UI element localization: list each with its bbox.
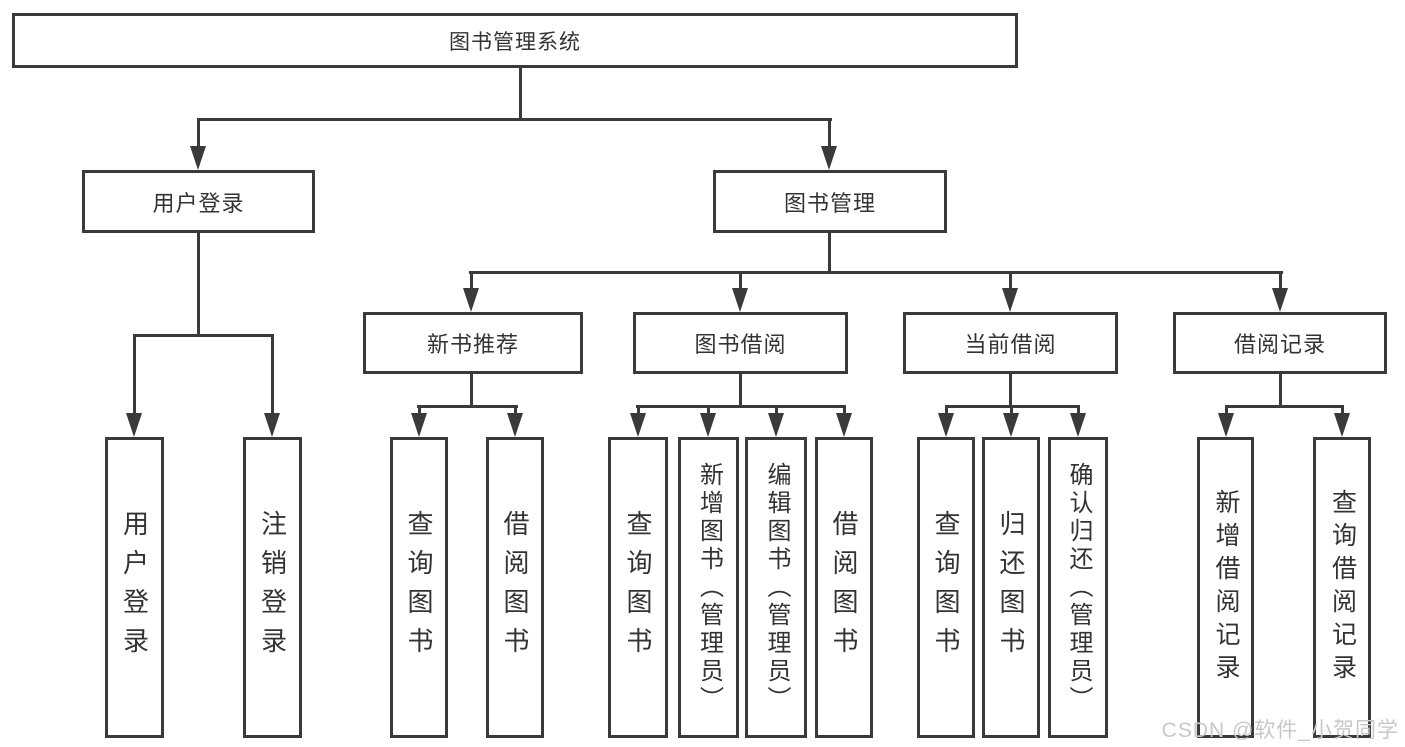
- leaf-label: 查询图书: [931, 509, 961, 666]
- connector-line: [739, 373, 742, 408]
- connector-line: [418, 405, 421, 416]
- arrow-down-icon: [938, 413, 954, 437]
- leaf-edit-books-admin: 编辑图书（管理员）: [745, 437, 807, 738]
- connector-line: [133, 334, 136, 416]
- node-book-borrowing: 图书借阅: [633, 312, 848, 374]
- connector-line: [1279, 373, 1282, 408]
- node-root-label: 图书管理系统: [449, 30, 581, 54]
- arrow-down-icon: [264, 413, 280, 437]
- csdn-watermark: CSDN @软件_小贺同学: [1161, 719, 1399, 742]
- connector-line: [469, 271, 1283, 274]
- connector-line: [470, 271, 473, 291]
- connector-line: [1279, 271, 1282, 291]
- arrow-down-icon: [1003, 413, 1019, 437]
- connector-line: [828, 232, 831, 274]
- leaf-query-books-current: 查询图书: [917, 437, 975, 738]
- arrow-down-icon: [732, 288, 748, 312]
- arrow-down-icon: [768, 413, 784, 437]
- arrow-down-icon: [1002, 288, 1018, 312]
- leaf-confirm-return-admin: 确认归还（管理员）: [1048, 437, 1108, 738]
- node-borrow-records: 借阅记录: [1173, 312, 1387, 374]
- leaf-add-borrow-record: 新增借阅记录: [1197, 437, 1254, 738]
- leaf-logout: 注销登录: [243, 437, 302, 738]
- leaf-borrow-books-borrowing: 借阅图书: [815, 437, 873, 738]
- leaf-label: 查询借阅记录: [1328, 488, 1357, 687]
- leaf-label: 用户登录: [119, 509, 150, 666]
- arrow-down-icon: [507, 413, 523, 437]
- node-label: 借阅记录: [1233, 332, 1326, 357]
- leaf-label: 新增图书（管理员）: [695, 461, 723, 714]
- leaf-label: 确认归还（管理员）: [1065, 461, 1092, 714]
- connector-line: [197, 232, 200, 337]
- leaf-borrow-books-newrec: 借阅图书: [486, 437, 544, 738]
- connector-line: [1009, 373, 1012, 408]
- arrow-down-icon: [1070, 413, 1086, 437]
- arrow-down-icon: [1334, 413, 1350, 437]
- node-root: 图书管理系统: [12, 13, 1018, 68]
- leaf-label: 编辑图书（管理员）: [763, 461, 790, 714]
- connector-line: [197, 118, 832, 121]
- connector-line: [707, 405, 710, 416]
- connector-line: [1341, 405, 1344, 416]
- connector-line: [1010, 405, 1013, 416]
- connector-line: [739, 271, 742, 291]
- connector-line: [133, 334, 274, 337]
- leaf-add-books-admin: 新增图书（管理员）: [678, 437, 739, 738]
- node-current-borrowing: 当前借阅: [903, 312, 1118, 374]
- leaf-query-borrow-record: 查询借阅记录: [1313, 437, 1371, 738]
- arrow-down-icon: [126, 413, 142, 437]
- leaf-label: 注销登录: [257, 509, 288, 666]
- leaf-label: 新增借阅记录: [1212, 488, 1240, 687]
- leaf-label: 查询图书: [404, 509, 434, 666]
- arrow-down-icon: [190, 146, 206, 170]
- connector-line: [519, 66, 522, 119]
- node-new-book-recommend: 新书推荐: [363, 312, 583, 374]
- node-label: 图书管理: [783, 190, 876, 216]
- connector-line: [1225, 405, 1344, 408]
- connector-line: [470, 373, 473, 408]
- arrow-down-icon: [821, 146, 837, 170]
- connector-line: [828, 118, 831, 152]
- leaf-query-books-borrowing: 查询图书: [608, 437, 668, 738]
- leaf-label: 借阅图书: [500, 509, 530, 666]
- connector-line: [637, 405, 640, 416]
- connector-line: [945, 405, 948, 416]
- arrow-down-icon: [836, 413, 852, 437]
- arrow-down-icon: [411, 413, 427, 437]
- connector-line: [1225, 405, 1228, 416]
- leaf-query-books-newrec: 查询图书: [390, 437, 448, 738]
- leaf-label: 归还图书: [996, 509, 1026, 666]
- node-label: 用户登录: [152, 190, 245, 216]
- connector-line: [271, 334, 274, 416]
- connector-line: [1009, 271, 1012, 291]
- connector-line: [843, 405, 846, 416]
- leaf-label: 查询图书: [623, 509, 653, 666]
- node-label: 当前借阅: [964, 332, 1057, 357]
- connector-line: [1077, 405, 1080, 416]
- node-label: 新书推荐: [426, 332, 519, 357]
- connector-line: [775, 405, 778, 416]
- connector-line: [636, 405, 846, 408]
- arrow-down-icon: [463, 288, 479, 312]
- connector-line: [197, 118, 200, 152]
- leaf-label: 借阅图书: [829, 509, 859, 666]
- arrow-down-icon: [700, 413, 716, 437]
- arrow-down-icon: [1218, 413, 1234, 437]
- node-label: 图书借阅: [694, 332, 787, 357]
- connector-line: [514, 405, 517, 416]
- node-user-login-branch: 用户登录: [82, 170, 315, 233]
- leaf-user-login: 用户登录: [105, 437, 164, 738]
- arrow-down-icon: [1272, 288, 1288, 312]
- arrow-down-icon: [630, 413, 646, 437]
- connector-line: [417, 405, 518, 408]
- leaf-return-books: 归还图书: [982, 437, 1040, 738]
- node-book-management: 图书管理: [713, 170, 947, 233]
